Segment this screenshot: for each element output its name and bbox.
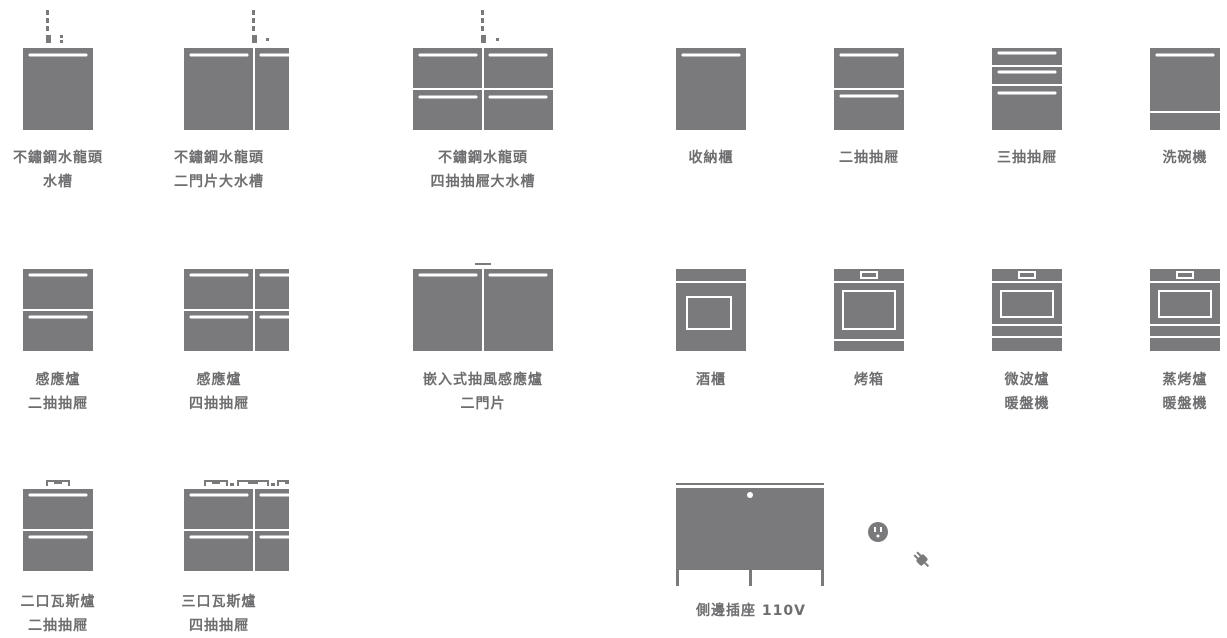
plug-icon bbox=[913, 551, 930, 568]
item-dishwasher: 洗碗機 bbox=[1115, 8, 1227, 170]
item-gas-three: 三口瓦斯爐四抽抽屜 bbox=[149, 452, 289, 638]
two-drawer-icon bbox=[834, 48, 904, 130]
storage-cabinet-icon bbox=[676, 48, 746, 130]
item-two-drawer: 二抽抽屜 bbox=[799, 8, 939, 170]
caption-line1: 三口瓦斯爐 bbox=[181, 594, 257, 610]
caption-line1: 洗碗機 bbox=[1162, 150, 1208, 166]
sink-cabinet-icon bbox=[23, 10, 93, 130]
caption-line1: 不鏽鋼水龍頭 bbox=[13, 150, 103, 166]
caption-line1: 二抽抽屜 bbox=[839, 150, 899, 166]
microwave-icon bbox=[992, 269, 1062, 351]
caption-line1: 不鏽鋼水龍頭 bbox=[438, 150, 528, 166]
caption-line1: 蒸烤爐 bbox=[1162, 372, 1208, 388]
item-steam-oven: 蒸烤爐暖盤機 bbox=[1115, 230, 1227, 416]
side-outlet-label: 側邊插座 110V bbox=[696, 603, 806, 619]
caption-line2: 四抽抽屜 bbox=[189, 396, 249, 412]
dishwasher-icon bbox=[1150, 48, 1220, 130]
caption-line2: 二門片大水槽 bbox=[174, 174, 264, 190]
item-gas-two: 二口瓦斯爐二抽抽屜 bbox=[0, 452, 128, 638]
item-induction-two: 感應爐二抽抽屜 bbox=[0, 230, 128, 416]
caption-line2: 暖盤機 bbox=[1004, 396, 1050, 412]
gas-stove-three-burner-icon bbox=[184, 480, 289, 571]
caption-line1: 嵌入式抽風感應爐 bbox=[423, 372, 543, 388]
induction-four-drawer-icon bbox=[184, 269, 289, 351]
caption-line1: 三抽抽屜 bbox=[997, 150, 1057, 166]
oven-icon bbox=[834, 269, 904, 351]
caption-line1: 二口瓦斯爐 bbox=[20, 594, 96, 610]
caption-line1: 感應爐 bbox=[35, 372, 81, 388]
item-wine: 酒櫃 bbox=[641, 230, 781, 392]
item-induction-four: 感應爐四抽抽屜 bbox=[149, 230, 289, 416]
caption-line2: 水槽 bbox=[43, 174, 73, 190]
caption-line2: 暖盤機 bbox=[1162, 396, 1208, 412]
caption-line2: 二抽抽屜 bbox=[28, 618, 88, 634]
item-storage: 收納櫃 bbox=[641, 8, 781, 170]
caption-line2: 四抽抽屜 bbox=[189, 618, 249, 634]
caption-line2: 四抽抽屜大水槽 bbox=[430, 174, 536, 190]
item-sink-double: 不鏽鋼水龍頭二門片大水槽 bbox=[149, 8, 289, 194]
three-drawer-icon bbox=[992, 48, 1062, 130]
item-sink-single: 不鏽鋼水龍頭水槽 bbox=[0, 8, 128, 194]
wine-cabinet-icon bbox=[676, 269, 746, 351]
caption-line2: 二抽抽屜 bbox=[28, 396, 88, 412]
item-microwave: 微波爐暖盤機 bbox=[957, 230, 1097, 416]
item-oven: 烤箱 bbox=[799, 230, 939, 392]
gas-stove-two-drawer-icon bbox=[23, 480, 93, 571]
caption-line1: 不鏽鋼水龍頭 bbox=[174, 150, 264, 166]
caption-line1: 微波爐 bbox=[1004, 372, 1050, 388]
caption-line1: 收納櫃 bbox=[688, 150, 734, 166]
downdraft-induction-icon bbox=[413, 263, 553, 351]
induction-two-drawer-icon bbox=[23, 269, 93, 351]
caption-line1: 酒櫃 bbox=[696, 372, 726, 388]
item-three-drawer: 三抽抽屜 bbox=[957, 8, 1097, 170]
caption-line1: 感應爐 bbox=[196, 372, 242, 388]
caption-line1: 烤箱 bbox=[854, 372, 884, 388]
side-outlet-cabinet-icon bbox=[676, 483, 824, 586]
item-sink-four: 不鏽鋼水龍頭四抽抽屜大水槽 bbox=[413, 8, 553, 194]
caption-line2: 二門片 bbox=[460, 396, 506, 412]
steam-oven-icon bbox=[1150, 269, 1220, 351]
double-sink-cabinet-icon bbox=[184, 10, 289, 130]
item-hood-induction: 嵌入式抽風感應爐二門片 bbox=[413, 230, 553, 416]
outlet-icon bbox=[868, 522, 888, 542]
four-drawer-sink-icon bbox=[413, 10, 553, 130]
